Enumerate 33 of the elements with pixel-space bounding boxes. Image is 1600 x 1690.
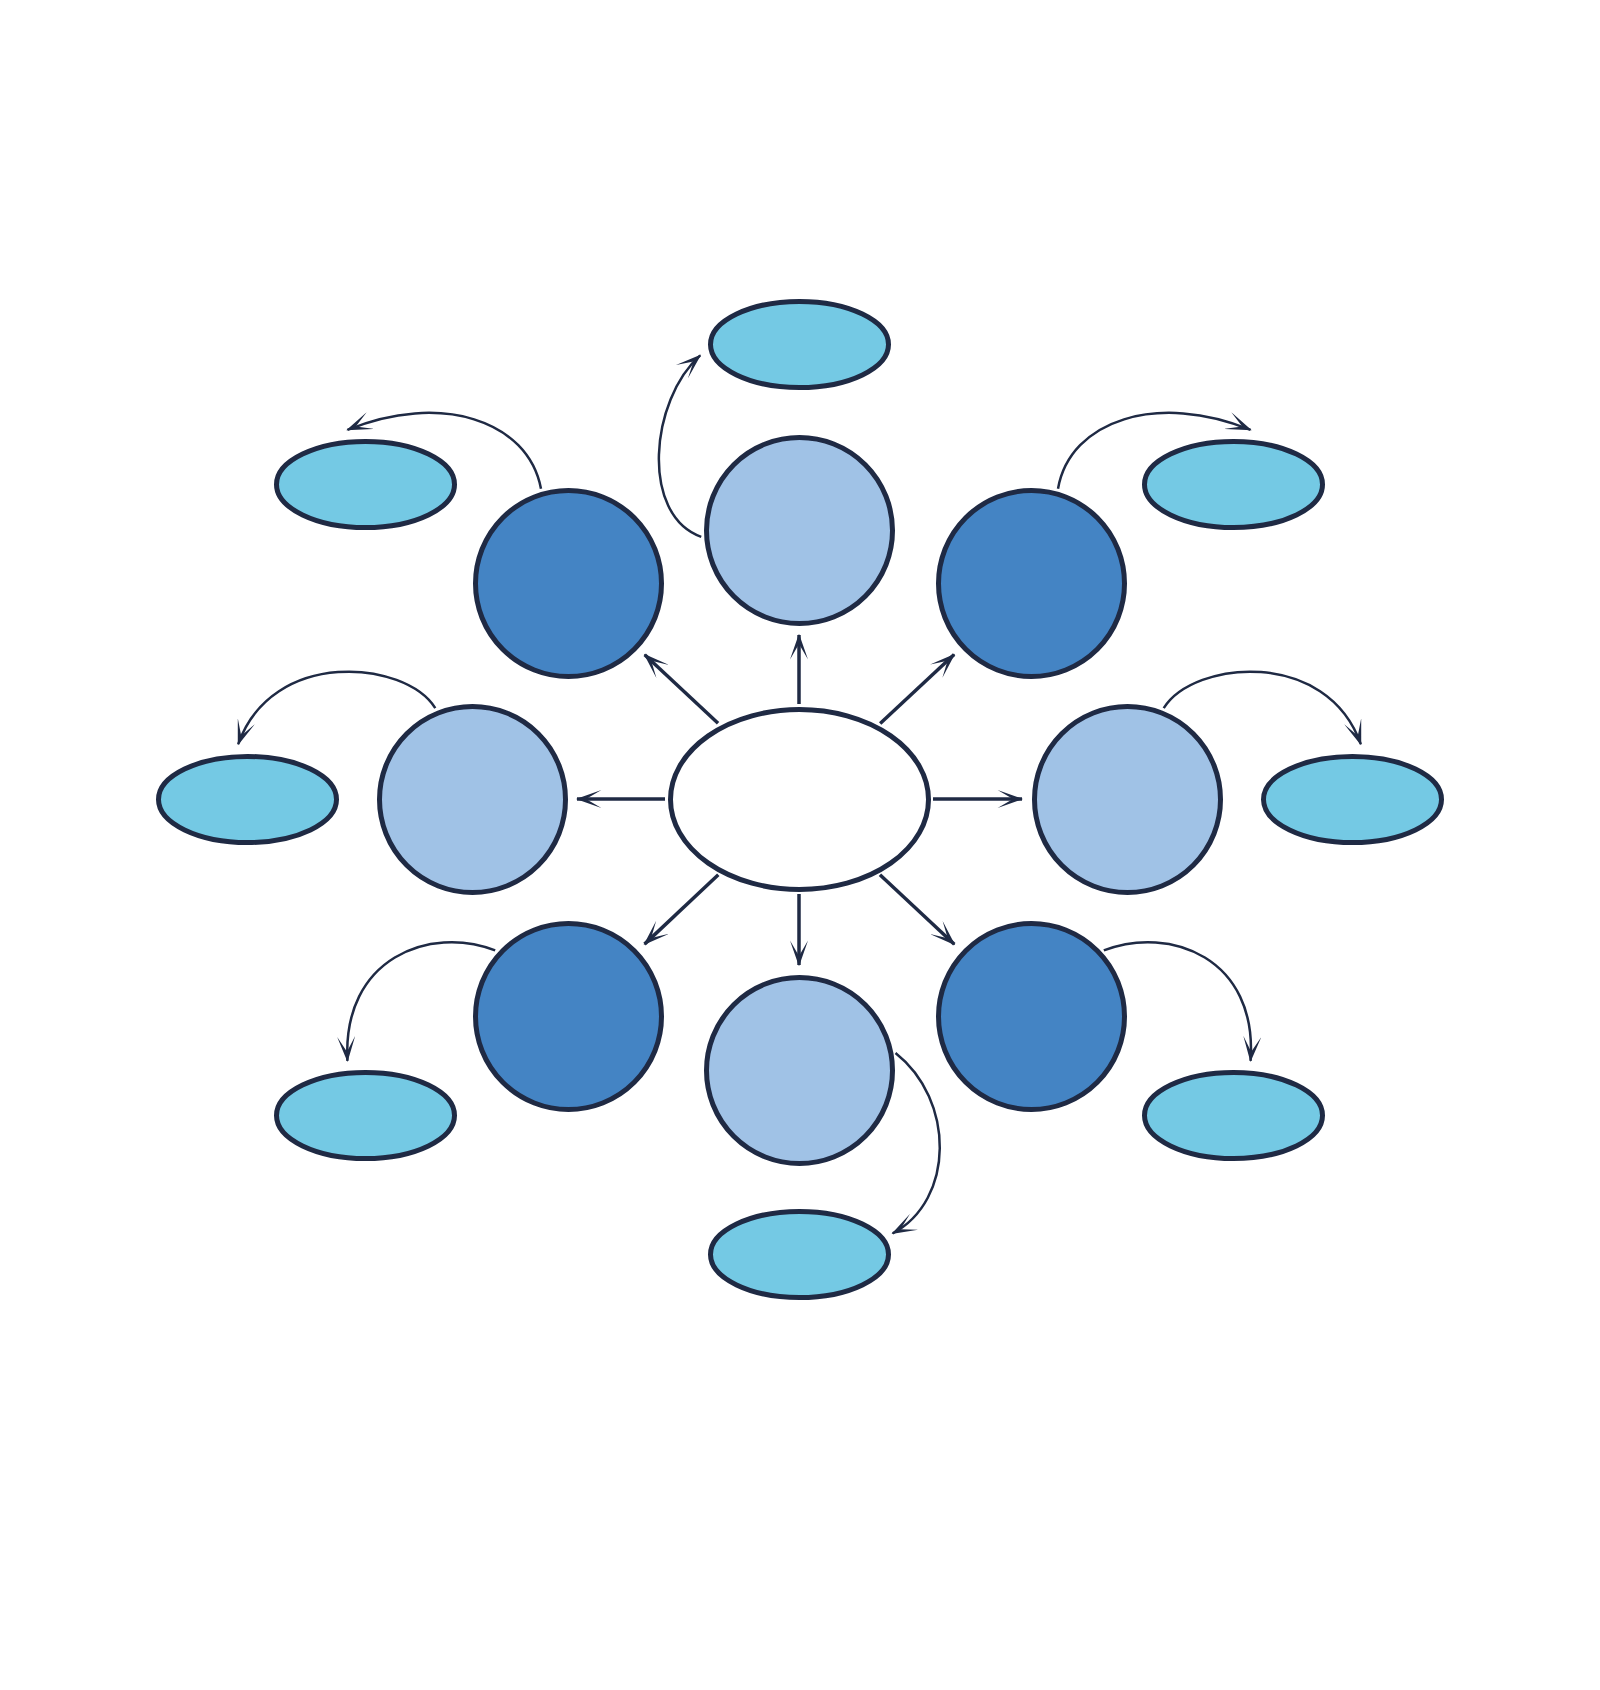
circle-node <box>1031 703 1223 895</box>
circle-node <box>935 487 1127 679</box>
circle-node <box>703 974 895 1166</box>
oval-node <box>273 438 457 530</box>
arrow <box>790 894 808 967</box>
arrow <box>643 653 720 725</box>
curved-arrow <box>657 354 702 538</box>
curved-arrow <box>339 941 496 1063</box>
curved-arrow <box>1103 941 1260 1063</box>
arrow <box>790 633 808 704</box>
circle-node <box>703 434 895 626</box>
circle-node <box>472 487 664 679</box>
oval-node <box>155 753 339 845</box>
oval-node <box>1141 438 1325 530</box>
curved-arrow <box>237 670 437 746</box>
arrow <box>575 790 665 808</box>
oval-node <box>1141 1069 1325 1161</box>
central-oval <box>667 706 931 892</box>
oval-node <box>1260 753 1444 845</box>
curved-arrow <box>1056 411 1252 490</box>
oval-node <box>707 298 891 390</box>
circle-node <box>376 703 568 895</box>
arrow <box>933 790 1024 808</box>
oval-node <box>273 1069 457 1161</box>
circle-node <box>935 920 1127 1112</box>
curved-arrow <box>346 411 543 490</box>
arrow <box>643 873 720 946</box>
oval-node <box>707 1208 891 1300</box>
circle-node <box>472 920 664 1112</box>
arrow <box>879 653 956 725</box>
curved-arrow <box>1162 670 1362 746</box>
curved-arrow <box>891 1052 941 1235</box>
arrow <box>878 873 956 946</box>
